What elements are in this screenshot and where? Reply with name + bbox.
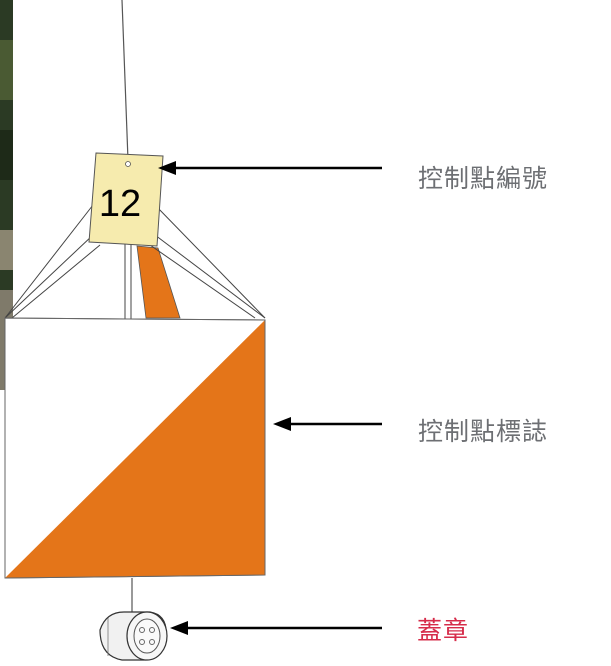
support-strings xyxy=(4,204,266,319)
background-photo-edge xyxy=(0,0,13,390)
punch-icon xyxy=(99,611,168,661)
flag-post xyxy=(124,239,181,321)
arrow-punch xyxy=(170,621,382,635)
arrow-control-number xyxy=(158,161,382,175)
control-number: 12 xyxy=(99,183,141,225)
tag-hole xyxy=(125,161,131,167)
control-number-tag: 12 xyxy=(88,152,164,247)
label-control-flag: 控制點標誌 xyxy=(418,417,549,446)
control-flag xyxy=(4,317,266,579)
arrow-control-flag xyxy=(273,417,382,431)
label-punch: 蓋章 xyxy=(417,616,470,645)
hanging-string xyxy=(121,0,129,161)
label-control-number: 控制點編號 xyxy=(418,164,549,193)
